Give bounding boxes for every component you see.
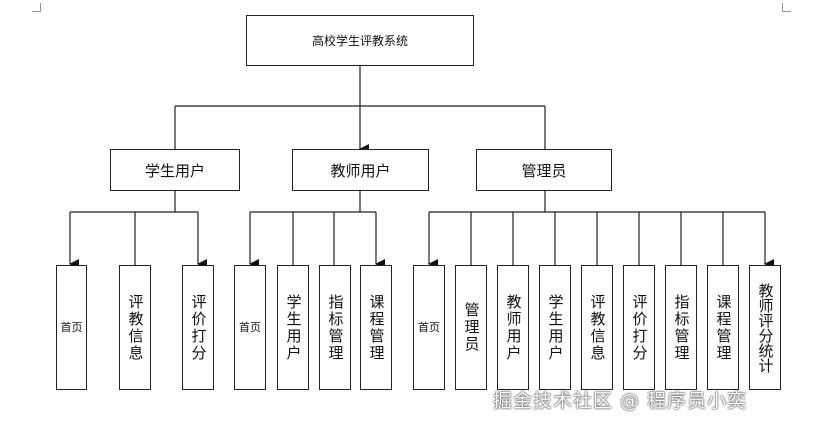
leaf-admin-home: 首页 [413,265,445,390]
page-corner-mark-right [782,3,791,12]
leaf-admin-course-mgmt: 课程管理 [707,265,739,390]
leaf-teacher-home: 首页 [234,265,266,390]
group-node-admin: 管理员 [476,149,612,191]
root-node: 高校学生评教系统 [246,15,474,66]
leaf-admin-indicator-mgmt: 指标管理 [665,265,697,390]
leaf-admin-student-users: 学生用户 [539,265,571,390]
leaf-teacher-indicator-mgmt: 指标管理 [319,265,351,390]
leaf-admin-evaluation-info: 评教信息 [581,265,613,390]
leaf-admin-admins: 管理员 [455,265,487,390]
leaf-admin-teacher-score-stats: 教师评分统计 [749,265,781,390]
leaf-teacher-course-mgmt: 课程管理 [360,265,392,390]
leaf-student-rating: 评价打分 [182,265,214,390]
group-node-student: 学生用户 [110,149,240,191]
watermark-text: 掘金技术社区 @ 程序员小奕 [493,390,748,412]
leaf-student-home: 首页 [56,265,87,390]
leaf-admin-teacher-users: 教师用户 [497,265,529,390]
page-corner-mark-left [32,3,41,12]
leaf-admin-rating: 评价打分 [623,265,655,390]
leaf-teacher-student-users: 学生用户 [277,265,309,390]
group-node-teacher: 教师用户 [292,149,429,191]
leaf-student-evaluation-info: 评教信息 [119,265,151,390]
